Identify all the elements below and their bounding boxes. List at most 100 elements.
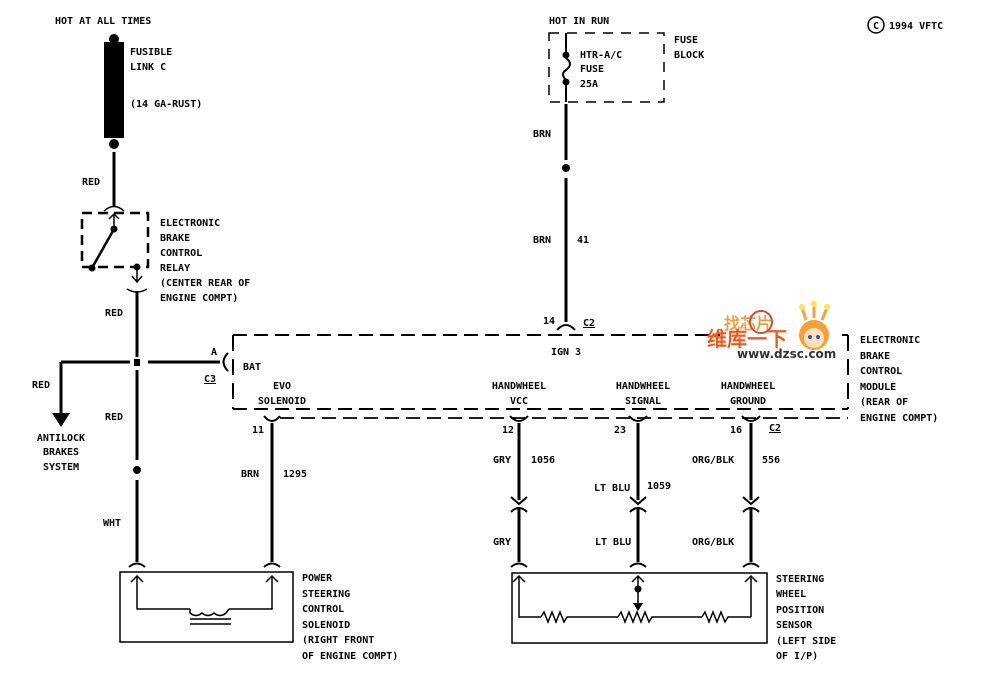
fusible-link-name-1: FUSIBLE — [130, 47, 172, 58]
steering-wheel-position-sensor — [510, 562, 768, 644]
wire-label-orgblk: ORG/BLK — [692, 455, 734, 466]
wire-circuit-1295: 1295 — [283, 469, 307, 480]
relay — [80, 205, 150, 293]
wire-label-red-2: RED — [105, 308, 123, 319]
wire-label-gry: GRY — [493, 455, 511, 466]
wire-label-ltblu-2: LT BLU — [595, 537, 631, 548]
relay-label-2: BRAKE — [160, 233, 190, 244]
wire-label-orgblk-2: ORG/BLK — [692, 537, 734, 548]
watermark-badge-icon — [749, 310, 773, 334]
wire-label-brn-evo: BRN — [241, 469, 259, 480]
pin-23-label: 23 — [614, 425, 626, 436]
wire-label-red-3: RED — [105, 412, 123, 423]
module-label-6: ENGINE COMPT) — [860, 413, 938, 424]
wire-circuit-556: 556 — [762, 455, 780, 466]
solenoid-label-1: POWER — [302, 573, 333, 584]
relay-top-connector-icon — [103, 205, 125, 212]
relay-label-5: (CENTER REAR OF — [160, 278, 250, 289]
hot-at-all-times-label: HOT AT ALL TIMES — [55, 16, 151, 27]
relay-housing — [80, 211, 150, 269]
abs-label-2: BRAKES — [43, 447, 79, 458]
arrow-down-icon — [52, 413, 70, 427]
pin-12-label: 12 — [502, 425, 514, 436]
fuse-name-1: HTR-A/C — [580, 50, 622, 61]
pin-gnd-label-1: HANDWHEEL — [721, 381, 775, 392]
copyright-mark: C 1994 VFTC — [867, 16, 943, 34]
fuse-block-label-2: BLOCK — [674, 50, 704, 61]
fusible-link — [104, 34, 124, 149]
copyright-circle-icon — [867, 16, 885, 34]
c2-top-label: C2 — [583, 318, 595, 329]
sensor-label-2: WHEEL — [776, 589, 806, 600]
wiper-arrow-icon — [633, 603, 643, 611]
relay-label-1: ELECTRONIC — [160, 218, 220, 229]
watermark-top-text: 找芯片 — [724, 314, 772, 333]
relay-label-6: ENGINE COMPT) — [160, 293, 238, 304]
wire-circuit-1056: 1056 — [531, 455, 555, 466]
c2-bottom-label: C2 — [769, 423, 781, 434]
ebcm-module — [232, 334, 849, 419]
c3-connector-label: C3 — [204, 374, 216, 385]
relay-label-4: RELAY — [160, 263, 190, 274]
pin-bat-label: BAT — [243, 362, 261, 373]
solenoid-label-3: CONTROL — [302, 604, 344, 615]
fuse-rating: 25A — [580, 79, 598, 90]
splice-point — [134, 359, 140, 366]
relay-switch-arm — [90, 228, 116, 269]
fusible-link-body — [104, 42, 124, 138]
c2-top-pin: 14 — [543, 316, 555, 327]
fusible-link-spec: (14 GA-RUST) — [130, 99, 202, 110]
resistor-right-icon — [701, 609, 751, 625]
fuse-block-label-1: FUSE — [674, 35, 698, 46]
sensor-label-5: (LEFT SIDE — [776, 636, 836, 647]
sensor-label-6: OF I/P) — [776, 651, 818, 662]
wire-label-gry-2: GRY — [493, 537, 511, 548]
copyright-symbol: C — [873, 21, 879, 32]
c2-top-connector-icon — [556, 324, 576, 331]
wire-label-red-1: RED — [82, 177, 100, 188]
coil-icon — [189, 608, 230, 617]
abs-label-3: SYSTEM — [43, 462, 79, 473]
c3-pin-label: A — [211, 347, 217, 358]
sensor-wires — [510, 423, 760, 562]
pin-evo-label-1: EVO — [273, 381, 291, 392]
sensor-housing — [511, 572, 768, 644]
wire-circuit-41: 41 — [577, 235, 589, 246]
wire-label-wht: WHT — [103, 518, 121, 529]
sensor-label-3: POSITION — [776, 605, 824, 616]
wire-junction — [133, 466, 141, 474]
pin-sig-label-2: SIGNAL — [625, 396, 661, 407]
abs-label-1: ANTILOCK — [37, 433, 85, 444]
module-label-1: ELECTRONIC — [860, 335, 920, 346]
watermark-middle-text: 维库一下 — [707, 327, 787, 351]
pin-gnd-label-2: GROUND — [730, 396, 766, 407]
relay-label-3: CONTROL — [160, 248, 202, 259]
pin-sig-label-1: HANDWHEEL — [616, 381, 670, 392]
wire-junction-brn — [562, 164, 570, 172]
module-label-2: BRAKE — [860, 351, 890, 362]
module-label-4: MODULE — [860, 382, 896, 393]
solenoid-label-4: SOLENOID — [302, 620, 350, 631]
wire-circuit-1059: 1059 — [647, 481, 671, 492]
hot-in-run-label: HOT IN RUN — [549, 16, 609, 27]
sensor-label-4: SENSOR — [776, 620, 813, 631]
wire-label-red-abs: RED — [32, 380, 50, 391]
module-label-3: CONTROL — [860, 366, 902, 377]
pin-11-label: 11 — [252, 425, 264, 436]
wire-label-brn-1: BRN — [533, 129, 551, 140]
pin-evo-label-2: SOLENOID — [258, 396, 306, 407]
wire-label-brn-2: BRN — [533, 235, 551, 246]
pin-16-label: 16 — [730, 425, 742, 436]
solenoid-label-6: OF ENGINE COMPT) — [302, 651, 398, 662]
fuse-name-2: FUSE — [580, 64, 604, 75]
pin-ign-label: IGN 3 — [551, 347, 581, 358]
module-label-5: (REAR OF — [860, 397, 908, 408]
watermark-url: www.dzsc.com — [737, 347, 836, 361]
copyright-text: 1994 VFTC — [889, 21, 943, 32]
solenoid-housing — [119, 571, 294, 643]
pin-vcc-label-1: HANDWHEEL — [492, 381, 546, 392]
mascot-icon — [799, 301, 830, 350]
pin-vcc-label-2: VCC — [510, 396, 528, 407]
power-steering-solenoid — [119, 562, 294, 643]
fusible-link-bottom-terminal — [109, 139, 119, 149]
